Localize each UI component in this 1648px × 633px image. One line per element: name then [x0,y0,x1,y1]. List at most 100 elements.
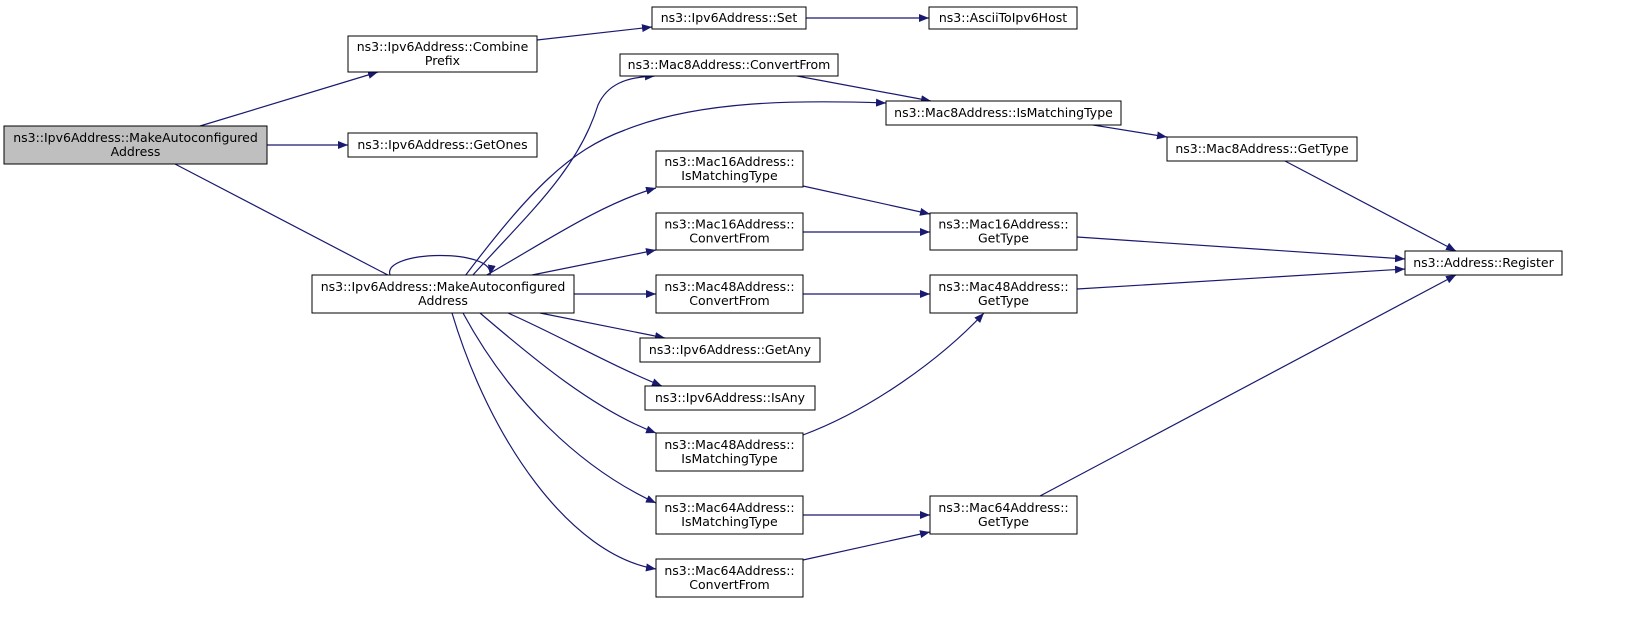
node-box [644,385,816,411]
node-label-line: ns3::Mac8Address::IsMatchingType [894,105,1113,120]
edge-make2-to-m16match [484,186,657,277]
node-mac8address-ismatchingtype[interactable]: ns3::Mac8Address::IsMatchingType [885,100,1122,126]
edge-make2-to-m8conv [471,72,656,277]
node-root-makeautoconfiguredaddress[interactable]: ns3::Ipv6Address::MakeAutoconfiguredAddr… [3,125,268,165]
edges-layer [174,14,1457,572]
edge-line [507,312,663,387]
node-box [311,274,575,314]
edge-m48match-to-m48type [802,312,985,436]
edge-m8conv-to-m8match [796,75,932,104]
node-mac16address-gettype[interactable]: ns3::Mac16Address::GetType [929,212,1078,251]
edge-m64type-to-register [1039,274,1457,497]
edge-root-to-make2 [174,163,406,285]
node-box [655,558,804,598]
node-label-line: ns3::Mac48Address:: [664,437,794,452]
node-label-line: ns3::Mac64Address:: [938,500,1068,515]
node-label-line: ConvertFrom [689,577,769,592]
node-mac64address-convertfrom[interactable]: ns3::Mac64Address::ConvertFrom [655,558,804,598]
node-mac48address-gettype[interactable]: ns3::Mac48Address::GetType [929,274,1078,314]
node-label-line: ns3::Ipv6Address::GetAny [649,342,812,357]
edge-root-to-combine [199,71,379,127]
edge-line [796,75,932,104]
edge-m8match-to-m8type [1092,124,1168,140]
edge-line [464,98,887,277]
edge-line [531,248,657,276]
edge-line [484,186,657,277]
edge-line [1076,265,1406,290]
node-box [655,432,804,472]
edge-make2-to-m64conv [451,312,657,572]
node-label-line: IsMatchingType [681,451,778,466]
nodes-layer: ns3::Ipv6Address::MakeAutoconfiguredAddr… [3,6,1563,598]
node-label-line: ns3::Mac64Address:: [664,500,794,515]
node-mac8address-gettype[interactable]: ns3::Mac8Address::GetType [1166,136,1358,162]
edge-line [451,312,657,572]
edge-line [471,72,656,277]
node-label-line: ns3::Mac16Address:: [938,217,1068,232]
edge-make2-to-m48match [479,312,657,434]
edge-line [1039,274,1457,497]
edge-line [802,530,931,561]
node-label-line: ConvertFrom [689,231,769,246]
node-label-line: GetType [978,231,1029,246]
node-box [639,337,821,363]
node-label-line: ns3::Mac64Address:: [664,563,794,578]
node-mac16address-ismatchingtype[interactable]: ns3::Mac16Address::IsMatchingType [655,150,804,188]
node-label-line: ns3::Ipv6Address::MakeAutoconfigured [321,279,566,294]
node-label-line: ns3::Mac8Address::GetType [1175,141,1349,156]
node-box [655,150,804,188]
node-box [1404,250,1563,276]
node-label-line: ConvertFrom [689,293,769,308]
node-mac8address-convertfrom[interactable]: ns3::Mac8Address::ConvertFrom [619,53,839,77]
node-asciitoipv6host[interactable]: ns3::AsciiToIpv6Host [928,6,1078,30]
node-box [655,495,804,535]
node-mac48address-ismatchingtype[interactable]: ns3::Mac48Address::IsMatchingType [655,432,804,472]
node-label-line: ns3::Mac16Address:: [664,154,794,169]
node-label-line: ns3::AsciiToIpv6Host [939,10,1067,25]
node-box [929,212,1078,251]
node-address-register[interactable]: ns3::Address::Register [1404,250,1563,276]
node-label-line: ns3::Ipv6Address::GetOnes [357,137,527,152]
node-ipv6address-makeautoconfiguredaddress[interactable]: ns3::Ipv6Address::MakeAutoconfiguredAddr… [311,274,575,314]
node-label-line: ns3::Ipv6Address::Set [661,10,798,25]
node-label-line: ns3::Mac8Address::ConvertFrom [628,57,831,72]
edge-make2-to-getany [539,312,666,340]
edge-line [389,254,496,276]
edge-line [479,312,657,434]
edge-combine-to-set [536,24,653,41]
node-box [3,125,268,165]
node-label-line: Prefix [425,53,460,68]
node-ipv6address-getones[interactable]: ns3::Ipv6Address::GetOnes [347,132,538,158]
node-box [928,6,1078,30]
edge-make2-to-isany [507,312,663,387]
node-label-line: Address [111,144,161,159]
node-label-line: GetType [978,293,1029,308]
node-box [929,274,1078,314]
edge-line [539,312,666,340]
node-label-line: ns3::Mac48Address:: [664,279,794,294]
edge-m16type-to-register [1076,236,1406,263]
edge-line [802,312,985,436]
node-mac64address-gettype[interactable]: ns3::Mac64Address::GetType [929,495,1078,535]
node-label-line: IsMatchingType [681,168,778,183]
node-label-line: ns3::Ipv6Address::Combine [357,39,529,54]
edge-line [1076,236,1406,263]
node-box [619,53,839,77]
node-label-line: Address [418,293,468,308]
node-box [929,495,1078,535]
edge-make2-to-m16conv [531,248,657,276]
node-mac48address-convertfrom[interactable]: ns3::Mac48Address::ConvertFrom [655,274,804,314]
node-mac16address-convertfrom[interactable]: ns3::Mac16Address::ConvertFrom [655,212,804,251]
node-ipv6address-isany[interactable]: ns3::Ipv6Address::IsAny [644,385,816,411]
edge-line [199,71,379,127]
edge-make2-to-make2 [389,254,496,276]
edge-m64conv-to-m64type [802,530,931,561]
node-label-line: IsMatchingType [681,514,778,529]
node-ipv6address-getany[interactable]: ns3::Ipv6Address::GetAny [639,337,821,363]
node-label-line: ns3::Mac48Address:: [938,279,1068,294]
node-label-line: ns3::Ipv6Address::MakeAutoconfigured [13,130,258,145]
node-mac64address-ismatchingtype[interactable]: ns3::Mac64Address::IsMatchingType [655,495,804,535]
node-ipv6address-set[interactable]: ns3::Ipv6Address::Set [651,6,807,30]
